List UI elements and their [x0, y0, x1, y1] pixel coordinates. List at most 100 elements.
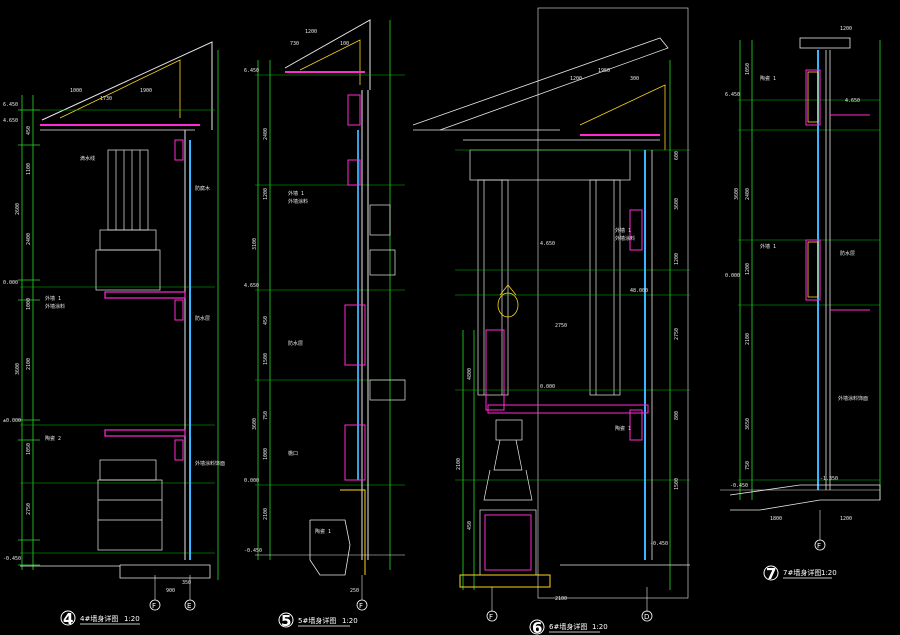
detail-title: 7#墙身详图	[783, 568, 821, 577]
roof-fill-line	[59, 59, 181, 119]
dim-text: 1200	[840, 516, 852, 522]
note-text: 外墙涂料饰面	[838, 395, 868, 402]
level-text: 4.650	[540, 241, 555, 247]
dim-text: 1900	[140, 88, 152, 94]
note-text: 外墙涂料饰面	[195, 460, 225, 467]
note-text: 檐口	[288, 450, 298, 457]
dim-text: 2100	[555, 596, 567, 602]
dim-text: 1000	[70, 88, 82, 94]
detail-title: 6#墙身详图	[549, 622, 587, 631]
dim-text: 350	[182, 580, 191, 586]
dim-text: 1200	[745, 263, 751, 275]
detail-number: 6	[532, 619, 542, 635]
level-text: 0.000	[3, 280, 18, 286]
note-text: 陶瓷 1	[315, 528, 331, 535]
axis-label: D	[644, 613, 649, 621]
dim-text: 1050	[745, 63, 751, 75]
detail-number: 5	[281, 612, 291, 630]
level-text: 0.000	[540, 384, 555, 390]
detail-scale: 1:20	[342, 617, 358, 625]
dim-text: 100	[340, 41, 349, 47]
detail-7: F 1200 6.450 4.650 0.000 -0.450 -1.350 1…	[720, 26, 881, 583]
dim-text: 1200	[674, 253, 680, 265]
note-text: 外墙 1	[45, 295, 61, 302]
detail-title: 5#墙身详图	[298, 616, 336, 625]
detail-number: 7	[766, 565, 776, 583]
level-text: -0.450	[244, 548, 262, 554]
dim-text: 1000	[263, 448, 269, 460]
dim-text: 2100	[745, 333, 751, 345]
dim-text: 1100	[26, 163, 32, 175]
level-text: 6.450	[725, 92, 740, 98]
dim-text: 800	[674, 411, 680, 420]
axis-label: E	[187, 602, 191, 610]
roof-slope	[41, 41, 213, 130]
note-text: 外墙涂料	[615, 235, 635, 242]
dim-text: 3600	[15, 363, 21, 375]
note-text: 外墙 1	[288, 190, 304, 197]
dim-text: 2600	[15, 203, 21, 215]
dim-text: 3600	[734, 188, 740, 200]
dim-text: 2400	[263, 128, 269, 140]
axis-bubble	[814, 539, 826, 551]
note-text: 外墙 1	[760, 243, 776, 250]
detail-scale: 1:20	[821, 569, 837, 577]
note-text: 防水层	[840, 250, 855, 257]
axis-label: F	[817, 542, 821, 550]
note-text: 陶瓷 1	[760, 75, 776, 82]
note-text: 滴水线	[80, 155, 95, 162]
detail-number: 4	[63, 610, 73, 628]
dim-text: 1050	[26, 443, 32, 455]
dim-text: 450	[467, 521, 473, 530]
dim-text: 2750	[674, 328, 680, 340]
level-text: 4.650	[3, 118, 18, 124]
detail-5: F 1200 730 100 6.450 4.650 0.000 -0.450 …	[244, 19, 406, 630]
dim-text: 3100	[252, 238, 258, 250]
dim-text: 1950	[598, 68, 610, 74]
dim-text: 1500	[263, 353, 269, 365]
dim-text: 1500	[674, 478, 680, 490]
detail-scale: 1:20	[124, 615, 140, 623]
dim-text: 1800	[770, 516, 782, 522]
dim-text: 750	[263, 411, 269, 420]
level-text: 6.450	[244, 68, 259, 74]
note-text: 外墙涂料	[288, 198, 308, 205]
dim-text: 900	[166, 588, 175, 594]
dim-text: 1200	[840, 26, 852, 32]
level-text: 6.450	[3, 102, 18, 108]
note-text: 外墙 1	[615, 227, 631, 234]
dim-text: 250	[350, 588, 359, 594]
dim-text: 4800	[467, 368, 473, 380]
axis-label: F	[152, 602, 156, 610]
level-text: -0.450	[650, 541, 668, 547]
detail-4: F E 1000 1900 1730 6.450 4.650 0.000 -0.…	[3, 41, 225, 628]
axis-bubble	[486, 610, 498, 622]
detail-title: 4#墙身详图	[80, 614, 118, 623]
level-text: ±0.000	[3, 418, 21, 424]
note-text: 防水层	[288, 340, 303, 347]
axis-bubble	[149, 599, 161, 611]
level-text: 0.000	[725, 273, 740, 279]
dim-text: 3600	[252, 418, 258, 430]
level-text: -0.450	[730, 483, 748, 489]
level-text: -1.350	[820, 476, 838, 482]
dim-text: 3650	[745, 418, 751, 430]
level-text: 4.650	[244, 283, 259, 289]
dim-text: 2750	[26, 503, 32, 515]
note-text: 陶瓷 2	[45, 435, 61, 442]
dim-text: 1000	[26, 298, 32, 310]
dim-text: 600	[674, 151, 680, 160]
dim-text: 2100	[456, 458, 462, 470]
dim-text: 1200	[305, 29, 317, 35]
axis-bubble	[184, 599, 196, 611]
axis-label: F	[489, 613, 493, 621]
dim-text: 2400	[745, 188, 751, 200]
note-text: 陶瓷 1	[615, 425, 631, 432]
dim-text: 2100	[263, 508, 269, 520]
ground	[119, 564, 211, 579]
note-text: 防水层	[195, 315, 210, 322]
level-text: 0.000	[244, 478, 259, 484]
level-text: 4.650	[845, 98, 860, 104]
dim-text: 450	[263, 316, 269, 325]
